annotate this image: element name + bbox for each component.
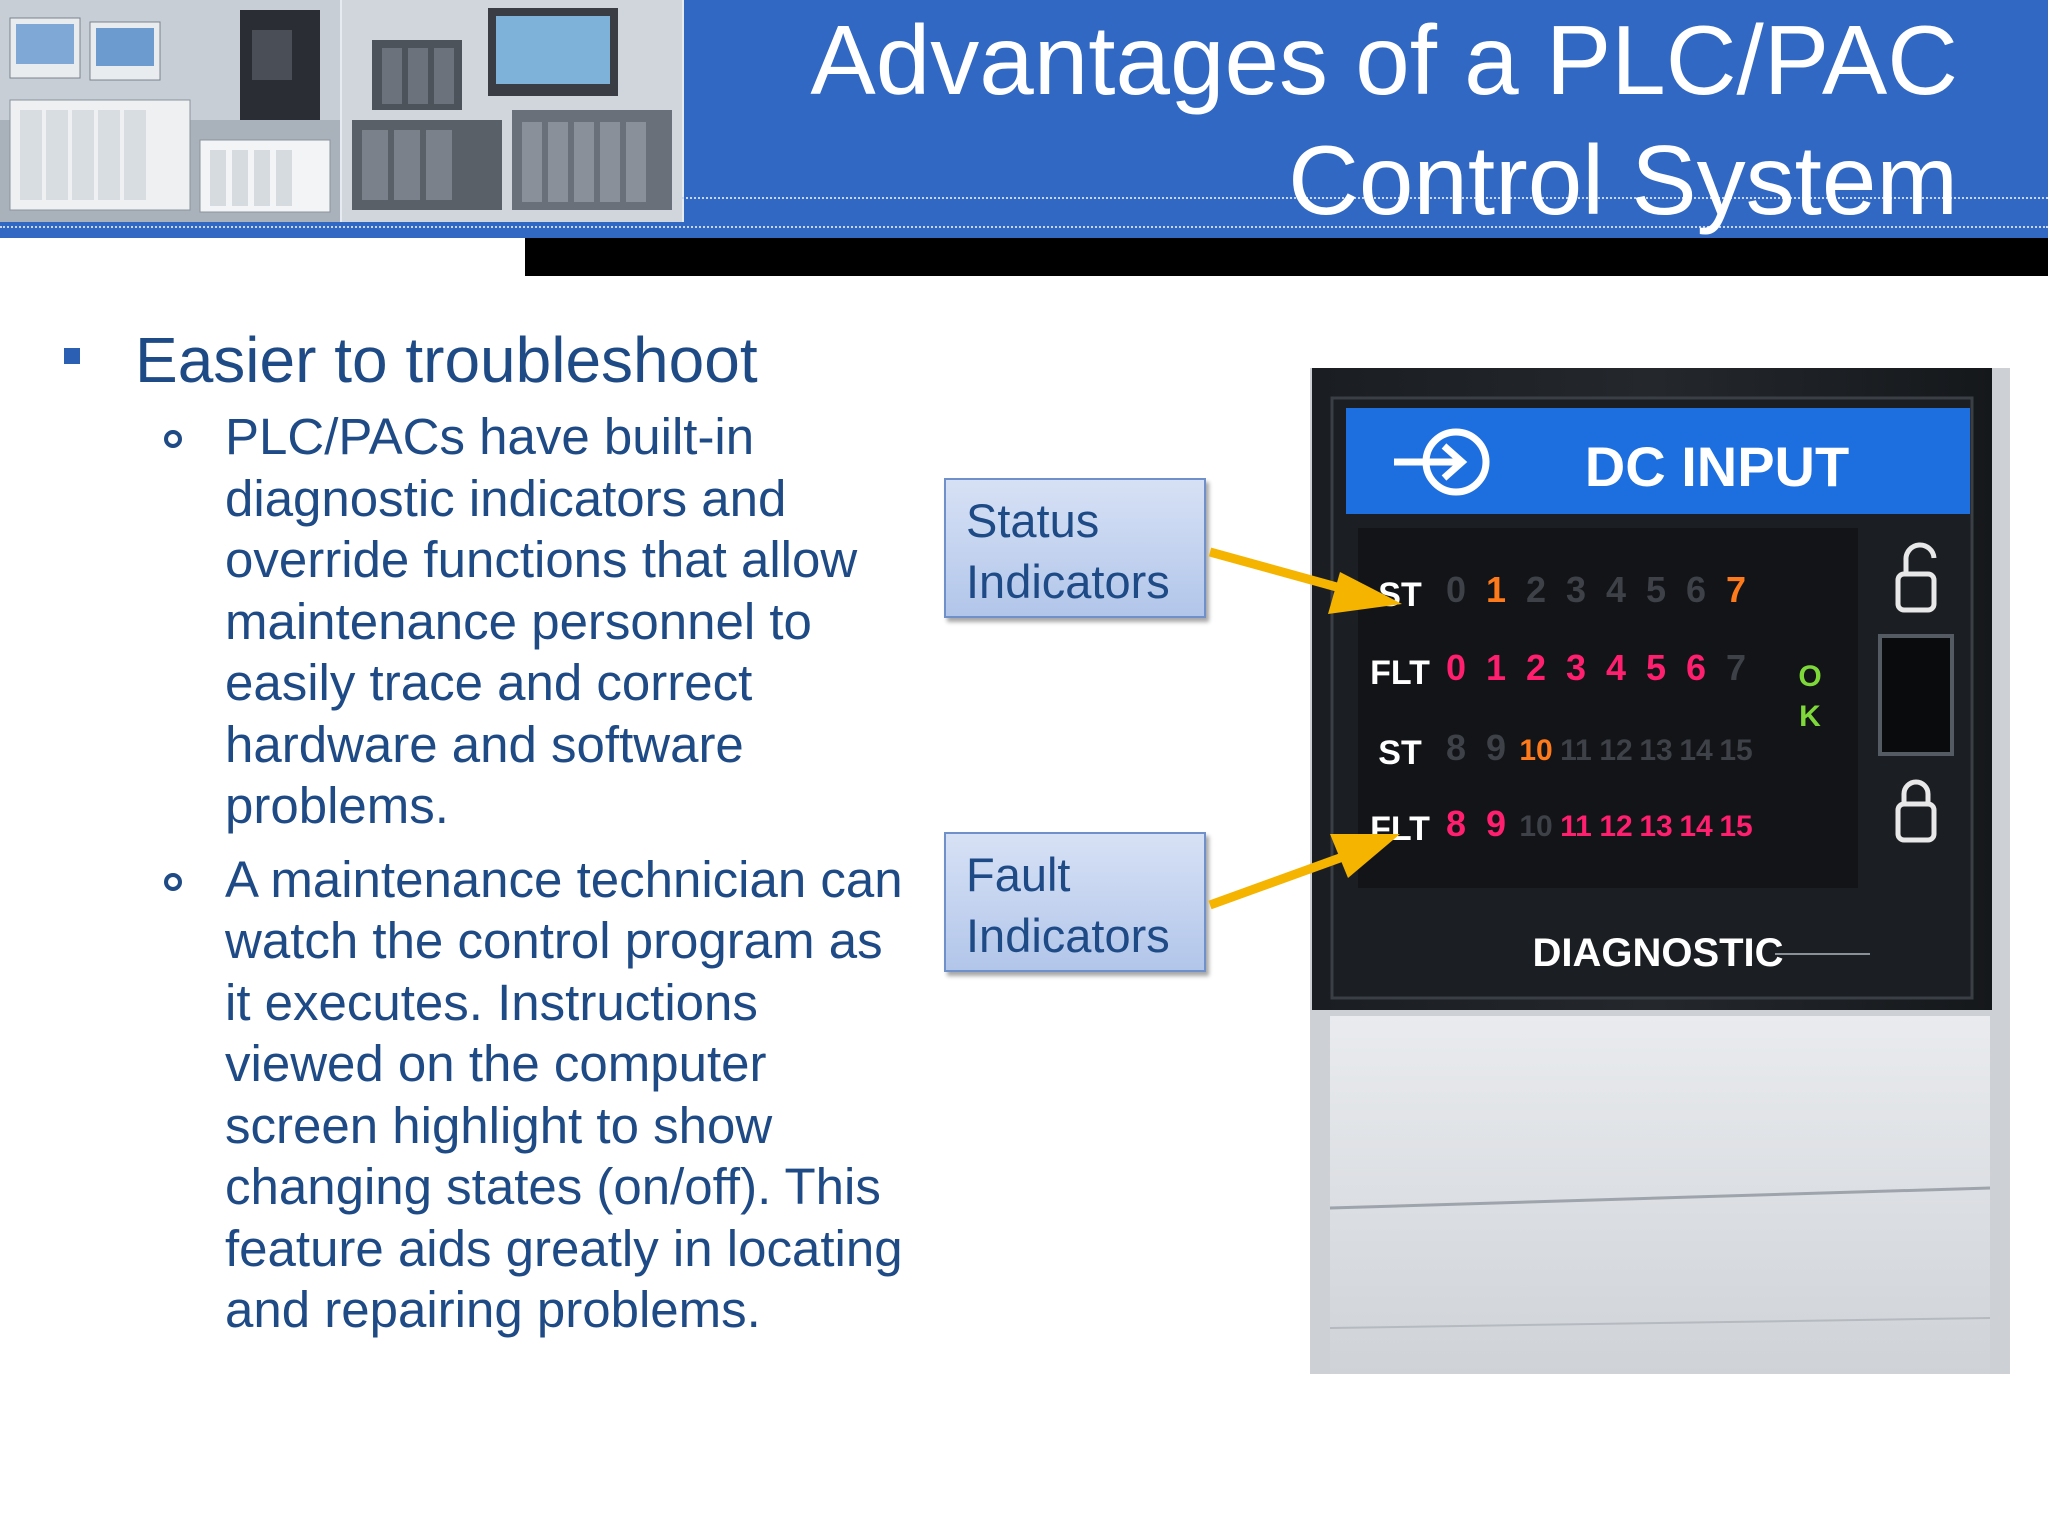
led-2-6: 14 (1679, 734, 1713, 767)
led-1-7: 7 (1726, 647, 1746, 688)
fault-arrow (1208, 834, 1400, 910)
unlocked-padlock-icon (1895, 542, 1937, 613)
ring-bullet-icon (164, 872, 182, 891)
led-0-3: 3 (1566, 569, 1586, 610)
led-2-1: 9 (1486, 727, 1506, 768)
bullet-list: Easier to troubleshoot PLC/PACs have bui… (60, 318, 910, 1353)
led-2-4: 12 (1599, 734, 1632, 767)
header-dotted-rule-lower (0, 226, 2048, 228)
led-2-5: 13 (1639, 734, 1672, 767)
bullet-main-text: Easier to troubleshoot (135, 324, 758, 396)
module-lower-cover (1330, 1016, 1990, 1374)
led-1-6: 6 (1686, 647, 1706, 688)
status-arrow (1208, 547, 1402, 614)
sub-bullet-1: PLC/PACs have built-in diagnostic indica… (60, 406, 910, 837)
status-callout-line1: Status (966, 494, 1100, 547)
row-label-st-2: ST (1378, 734, 1422, 772)
status-indicators-callout: Status Indicators (944, 478, 1206, 618)
header-dotted-rule (682, 197, 2048, 199)
locked-padlock-icon (1895, 779, 1937, 843)
plc-rack-photo (0, 0, 342, 222)
slide-title: Advantages of a PLC/PAC Control System (658, 0, 1958, 240)
square-bullet-icon (64, 348, 80, 364)
fault-callout-line2: Indicators (966, 909, 1170, 962)
led-1-5: 5 (1646, 647, 1666, 688)
led-2-3: 11 (1560, 734, 1592, 767)
led-1-2: 2 (1526, 647, 1546, 688)
sub-bullet-2: A maintenance technician can watch the c… (60, 849, 910, 1341)
bullet-main: Easier to troubleshoot (60, 318, 910, 402)
led-3-5: 13 (1639, 810, 1672, 843)
ok-indicator-k: K (1799, 700, 1821, 733)
led-3-0: 8 (1446, 803, 1466, 844)
ok-indicator-o: O (1798, 660, 1821, 693)
led-3-7: 15 (1719, 810, 1752, 843)
pac-modules-photo (342, 0, 684, 222)
led-1-1: 1 (1486, 647, 1506, 688)
sub-bullet-2-text: A maintenance technician can watch the c… (225, 850, 903, 1339)
led-3-2: 10 (1519, 810, 1552, 843)
fault-callout-line1: Fault (966, 848, 1071, 901)
sub-bullet-1-text: PLC/PACs have built-in diagnostic indica… (225, 408, 858, 834)
led-1-4: 4 (1606, 647, 1626, 688)
slide-title-line2: Control System (1288, 125, 1958, 235)
status-callout-line2: Indicators (966, 555, 1170, 608)
led-1-3: 3 (1566, 647, 1586, 688)
led-3-1: 9 (1486, 803, 1506, 844)
module-footer-label: DIAGNOSTIC (1532, 931, 1783, 975)
cover-seam-lower (1329, 1317, 1991, 1329)
led-0-2: 2 (1526, 569, 1546, 610)
led-0-5: 5 (1646, 569, 1666, 610)
led-0-1: 1 (1486, 569, 1506, 610)
enter-arrow-circle-icon (1394, 428, 1490, 496)
led-2-2: 10 (1519, 734, 1552, 767)
cover-seam (1329, 1186, 1991, 1210)
row-label-st-1: ST (1378, 576, 1422, 614)
led-3-3: 11 (1560, 810, 1592, 843)
fault-indicators-callout: Fault Indicators (944, 832, 1206, 972)
led-2-7: 15 (1719, 734, 1752, 767)
led-2-0: 8 (1446, 727, 1466, 768)
led-0-6: 6 (1686, 569, 1706, 610)
module-header-label: DC INPUT (1585, 435, 1849, 498)
key-switch-slot (1878, 634, 1954, 756)
led-1-0: 0 (1446, 647, 1466, 688)
row-label-flt-1: FLT (1370, 654, 1430, 692)
header-black-bar (525, 238, 2048, 276)
led-3-4: 12 (1599, 810, 1632, 843)
led-3-6: 14 (1679, 810, 1713, 843)
led-0-7: 7 (1726, 569, 1746, 610)
ring-bullet-icon (164, 430, 182, 448)
ok-indicator: O K (1798, 660, 1821, 733)
slide-title-line1: Advantages of a PLC/PAC (810, 5, 1958, 115)
led-0-4: 4 (1606, 569, 1626, 610)
led-0-0: 0 (1446, 569, 1466, 610)
